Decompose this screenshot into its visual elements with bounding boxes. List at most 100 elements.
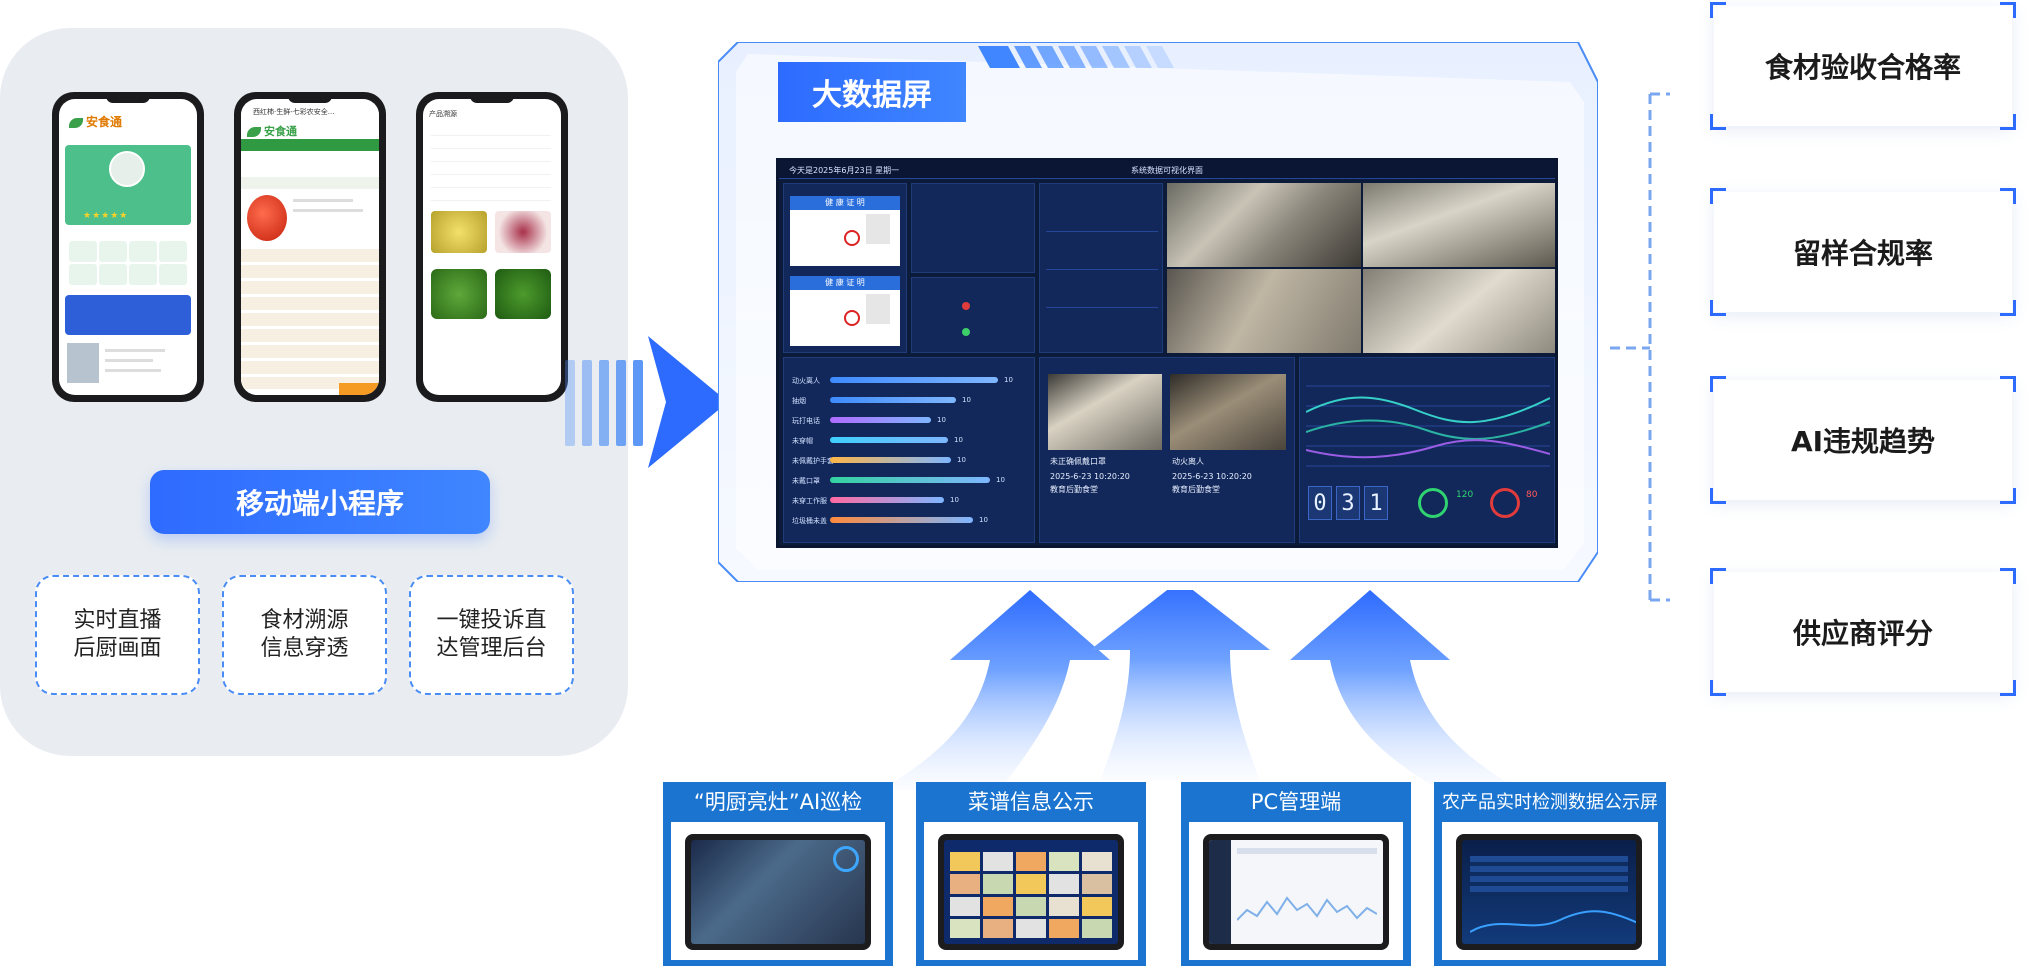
capture-label: 动火离人: [1172, 457, 1204, 466]
card-corner-accent: [2000, 680, 2016, 696]
card-corner-accent: [1710, 114, 1726, 130]
violation-bar-label: 未穿工作服: [792, 497, 827, 505]
phone-header-text: 西红柿·生鲜-七彩农安全...: [241, 107, 379, 119]
violation-bar-label: 玩打电话: [792, 417, 820, 425]
violation-bar-panel: 动火离人 10 抽烟 10 玩打电话 10 未穿帽 10 未佩戴护手套 10 未戴口罩 10 未穿工作服…: [783, 357, 1035, 543]
card-corner-accent: [1710, 2, 1726, 18]
card-title: 农产品实时检测数据公示屏: [1442, 792, 1658, 813]
violation-bar: [830, 457, 951, 463]
ai-capture-panel: 未正确佩戴口罩 2025-6-23 10:20:20 教育后勤食堂 动火离人 2…: [1039, 357, 1295, 543]
app-logo: 安食通: [69, 113, 122, 130]
violation-bar: [830, 377, 998, 383]
produce-image: [431, 211, 487, 253]
violation-bar-value: 10: [950, 496, 959, 504]
card-corner-accent: [2000, 376, 2016, 392]
violation-bar-label: 动火离人: [792, 377, 820, 385]
big-screen-title: 大数据屏: [778, 62, 966, 122]
bracket-connector: [1610, 92, 1670, 602]
card-corner-accent: [2000, 114, 2016, 130]
gauge-ring: [1418, 488, 1448, 518]
phone-mockup-products: 产品溯源: [416, 92, 568, 402]
dashboard-screen: 今天是2025年6月23日 星期一 系统数据可视化界面 健 康 证 明 健 康 …: [776, 158, 1558, 548]
card-corner-accent: [1710, 376, 1726, 392]
card-corner-accent: [2000, 488, 2016, 504]
kitchen-camera-feed[interactable]: [1167, 269, 1361, 353]
counter-digit: 0: [1308, 486, 1332, 520]
rating-stars-icon: ★★★★★: [83, 211, 129, 221]
violation-bar-value: 10: [954, 436, 963, 444]
violation-bar-label: 未穿帽: [792, 437, 813, 445]
stat-panel: [1039, 183, 1163, 353]
phone-mockup-traceability: 西红柿·生鲜-七彩农安全... 安食通: [234, 92, 386, 402]
phone-mockup-profile: 安食通 ★★★★★: [52, 92, 204, 402]
feature-live-stream: 实时直播 后厨画面: [35, 575, 200, 695]
violation-bar: [830, 497, 944, 503]
kitchen-camera-feed[interactable]: [1363, 269, 1555, 353]
certificate-header: 健 康 证 明: [790, 196, 900, 210]
dashboard-date: 今天是2025年6月23日 星期一: [789, 166, 900, 175]
stat-panel: [911, 277, 1035, 353]
feature-traceability: 食材溯源 信息穿透: [222, 575, 387, 695]
violation-bar: [830, 417, 931, 423]
produce-image: [495, 269, 551, 319]
dashboard-title: 系统数据可视化界面: [1131, 166, 1203, 175]
capture-time: 2025-6-23 10:20:20: [1172, 472, 1252, 481]
produce-image: [495, 211, 551, 253]
metric-card-ai-violation-trend: AI违规趋势: [1714, 380, 2012, 500]
kitchen-camera-feed[interactable]: [1167, 183, 1361, 267]
phone-header-text: 产品溯源: [429, 110, 457, 118]
card-corner-accent: [1710, 188, 1726, 204]
tomato-image: [247, 195, 287, 241]
card-corner-accent: [1710, 680, 1726, 696]
violation-bar-value: 10: [996, 476, 1005, 484]
capture-photo[interactable]: [1170, 374, 1286, 450]
upward-arrows: [880, 590, 1520, 790]
violation-bar: [830, 437, 948, 443]
card-title: “明厨亮灶”AI巡检: [693, 790, 863, 814]
card-corner-accent: [2000, 568, 2016, 584]
card-corner-accent: [1710, 300, 1726, 316]
capture-label: 未正确佩戴口罩: [1050, 457, 1106, 466]
violation-bar: [830, 477, 990, 483]
capture-place: 教育后勤食堂: [1050, 485, 1098, 494]
card-corner-accent: [2000, 300, 2016, 316]
feature-complaint: 一键投诉直 达管理后台: [409, 575, 574, 695]
capture-place: 教育后勤食堂: [1172, 485, 1220, 494]
capture-photo[interactable]: [1048, 374, 1162, 450]
metric-card-acceptance-rate: 食材验收合格率: [1714, 6, 2012, 126]
card-title: PC管理端: [1250, 790, 1342, 814]
violation-bar: [830, 517, 973, 523]
metric-card-supplier-score: 供应商评分: [1714, 572, 2012, 692]
violation-bar-label: 未戴口罩: [792, 477, 820, 485]
card-corner-accent: [2000, 2, 2016, 18]
violation-bar-value: 10: [937, 416, 946, 424]
card-menu-publicity[interactable]: 菜谱信息公示: [916, 782, 1146, 966]
violation-bar-label: 抽烟: [792, 397, 806, 405]
certificate-header: 健 康 证 明: [790, 276, 900, 290]
violation-bar-value: 10: [1004, 376, 1013, 384]
violation-bar: [830, 397, 956, 403]
gauge-value: 80: [1526, 490, 1538, 500]
health-certificate-panel: 健 康 证 明 健 康 证 明: [783, 183, 907, 353]
violation-bar-label: 未佩戴护手套: [792, 457, 834, 465]
violation-bar-value: 10: [962, 396, 971, 404]
card-produce-test-screen[interactable]: 农产品实时检测数据公示屏: [1434, 782, 1666, 966]
produce-image: [431, 269, 487, 319]
capture-time: 2025-6-23 10:20:20: [1050, 472, 1130, 481]
card-pc-management[interactable]: PC管理端: [1181, 782, 1411, 966]
stat-panel: [911, 183, 1035, 273]
card-ai-inspection[interactable]: “明厨亮灶”AI巡检: [663, 782, 893, 966]
mini-program-label: 移动端小程序: [150, 470, 490, 534]
counter-digit: 1: [1364, 486, 1388, 520]
card-corner-accent: [2000, 188, 2016, 204]
trend-panel: 0 3 1 120 80: [1299, 357, 1555, 543]
violation-bar-value: 10: [957, 456, 966, 464]
kitchen-camera-feed[interactable]: [1363, 183, 1555, 267]
metric-card-sample-compliance: 留样合规率: [1714, 192, 2012, 312]
gauge-value: 120: [1456, 490, 1474, 500]
app-logo: 安食通: [247, 123, 297, 139]
avatar: [109, 151, 145, 187]
violation-bar-value: 10: [979, 516, 988, 524]
counter-digit: 3: [1336, 486, 1360, 520]
